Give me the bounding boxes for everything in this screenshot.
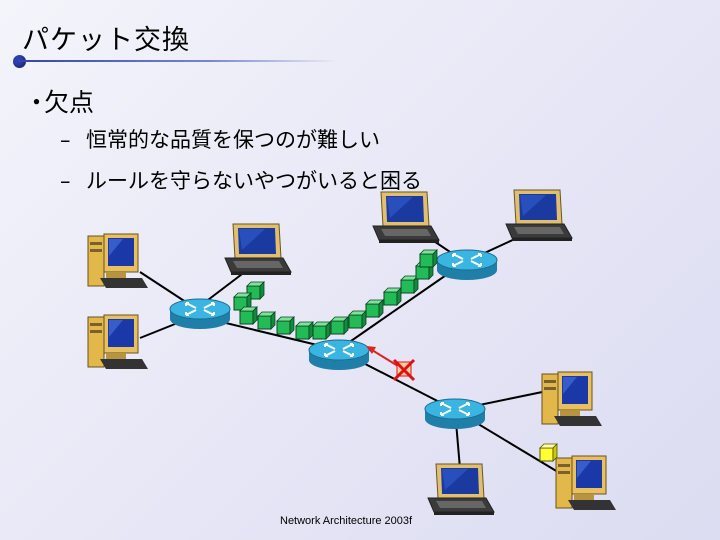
laptop-icon: [428, 464, 494, 515]
router-icon: [425, 399, 485, 429]
footer-text: Network Architecture 2003f: [280, 515, 412, 527]
packet-icon: [258, 312, 275, 329]
desktop-pc-icon: [88, 315, 148, 369]
router-icon: [309, 340, 369, 370]
packet-icon: [240, 307, 257, 324]
laptop-icon: [506, 190, 572, 241]
router-icon: [170, 299, 230, 329]
router-icon: [437, 250, 497, 280]
drop-x-icon: [394, 360, 414, 380]
desktop-pc-icon: [556, 456, 616, 510]
desktop-pc-icon: [88, 234, 148, 288]
rogue-packet-icon: [540, 444, 557, 461]
laptop-icon: [225, 224, 291, 275]
packet-icon: [331, 317, 348, 334]
packet-icon: [401, 276, 418, 293]
packet-icon: [420, 250, 437, 267]
packet-icon: [366, 300, 383, 317]
packet-icon: [313, 322, 330, 339]
packet-icon: [384, 288, 401, 305]
desktop-pc-icon: [542, 372, 602, 426]
packet-icon: [349, 311, 366, 328]
packet-icon: [277, 317, 294, 334]
drop-indicator: [366, 346, 414, 380]
laptop-icon: [373, 192, 439, 243]
packet-icon: [296, 322, 313, 339]
